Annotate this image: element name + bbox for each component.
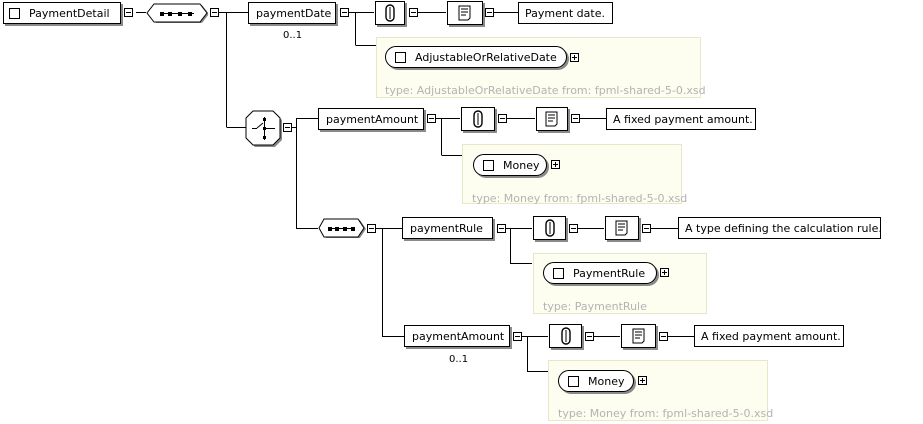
annotation-collapse-toggle[interactable] xyxy=(642,224,651,233)
sequence-compositor-icon[interactable] xyxy=(146,3,208,23)
documentation-scroll-icon xyxy=(632,328,644,344)
type-expand-toggle[interactable] xyxy=(638,376,647,385)
content-model-icon[interactable] xyxy=(549,324,582,348)
documentation-scroll-icon xyxy=(458,5,471,21)
content-model-icon[interactable] xyxy=(375,1,405,25)
content-model-collapse-toggle[interactable] xyxy=(585,332,594,341)
choice-collapse-toggle[interactable] xyxy=(283,123,292,132)
content-model-collapse-toggle[interactable] xyxy=(569,224,578,233)
payment-amount-optional-type-info: type: Money from: fpml-shared-5-0.xsd xyxy=(558,407,774,420)
root-element-payment-detail[interactable]: PaymentDetail xyxy=(3,2,121,24)
sequence-collapse-toggle[interactable] xyxy=(367,224,376,233)
payment-rule-collapse-toggle[interactable] xyxy=(497,224,506,233)
payment-rule-documentation: A type defining the calculation rule. xyxy=(678,217,882,239)
type-indicator xyxy=(568,375,579,387)
payment-amount-optional-label: paymentAmount xyxy=(412,329,505,343)
payment-date-documentation: Payment date. xyxy=(518,2,613,24)
annotation-collapse-toggle[interactable] xyxy=(659,332,668,341)
payment-amount-type-info: type: Money from: fpml-shared-5-0.xsd xyxy=(472,192,688,205)
payment-date-type-info: type: AdjustableOrRelativeDate from: fpm… xyxy=(385,84,706,97)
element-payment-amount-optional[interactable]: paymentAmount xyxy=(404,325,510,347)
annotation-icon[interactable] xyxy=(447,1,483,25)
type-expand-toggle[interactable] xyxy=(551,160,560,169)
annotation-collapse-toggle[interactable] xyxy=(485,8,494,17)
content-model-glyph-icon xyxy=(544,219,555,237)
type-indicator xyxy=(553,267,564,279)
sequence-compositor-icon[interactable] xyxy=(318,218,366,238)
annotation-icon[interactable] xyxy=(605,216,639,240)
type-name-label: Money xyxy=(503,158,540,172)
content-model-glyph-icon xyxy=(473,110,483,128)
payment-amount-collapse-toggle[interactable] xyxy=(427,114,436,123)
sequence-collapse-toggle[interactable] xyxy=(210,8,219,17)
payment-date-label: paymentDate xyxy=(256,6,332,20)
content-model-glyph-icon xyxy=(560,327,571,345)
payment-rule-type-info: type: PaymentRule xyxy=(543,300,647,313)
documentation-scroll-icon xyxy=(615,220,628,236)
payment-amount-optional-cardinality: 0..1 xyxy=(449,354,469,365)
payment-rule-doc-text: A type defining the calculation rule. xyxy=(685,221,882,235)
type-name-label: Money xyxy=(588,374,625,388)
payment-amount-optional-doc-text: A fixed payment amount. xyxy=(701,329,841,343)
payment-amount-optional-collapse-toggle[interactable] xyxy=(513,332,522,341)
type-name-label: PaymentRule xyxy=(573,266,646,280)
type-adjustable-or-relative-date[interactable]: AdjustableOrRelativeDate xyxy=(385,46,567,68)
content-model-collapse-toggle[interactable] xyxy=(409,8,418,17)
type-expand-toggle[interactable] xyxy=(570,53,579,62)
type-money[interactable]: Money xyxy=(473,154,547,176)
type-indicator xyxy=(483,159,494,171)
payment-date-collapse-toggle[interactable] xyxy=(340,8,349,17)
content-model-glyph-icon xyxy=(385,4,395,22)
annotation-collapse-toggle[interactable] xyxy=(571,114,580,123)
choice-compositor-icon[interactable] xyxy=(245,110,283,148)
documentation-scroll-icon xyxy=(545,111,558,127)
type-payment-rule[interactable]: PaymentRule xyxy=(543,262,657,284)
element-payment-amount[interactable]: paymentAmount xyxy=(318,108,424,130)
element-payment-rule[interactable]: paymentRule xyxy=(402,217,493,239)
type-expand-toggle[interactable] xyxy=(660,268,669,277)
type-indicator xyxy=(395,51,406,63)
payment-rule-label: paymentRule xyxy=(410,221,483,235)
payment-amount-optional-documentation: A fixed payment amount. xyxy=(694,325,844,347)
root-element-label: PaymentDetail xyxy=(29,6,110,20)
payment-amount-documentation: A fixed payment amount. xyxy=(606,108,756,130)
element-payment-date[interactable]: paymentDate xyxy=(248,2,336,24)
annotation-icon[interactable] xyxy=(621,324,656,348)
payment-amount-label: paymentAmount xyxy=(326,112,419,126)
root-collapse-toggle[interactable] xyxy=(124,8,133,17)
payment-date-doc-text: Payment date. xyxy=(525,6,605,20)
payment-date-cardinality: 0..1 xyxy=(283,30,303,41)
content-model-collapse-toggle[interactable] xyxy=(498,114,507,123)
complex-type-indicator xyxy=(9,7,20,19)
type-name-label: AdjustableOrRelativeDate xyxy=(415,50,557,64)
annotation-icon[interactable] xyxy=(536,107,568,131)
payment-amount-doc-text: A fixed payment amount. xyxy=(613,112,753,126)
content-model-icon[interactable] xyxy=(461,107,495,131)
content-model-icon[interactable] xyxy=(533,216,566,240)
type-money[interactable]: Money xyxy=(558,370,634,392)
